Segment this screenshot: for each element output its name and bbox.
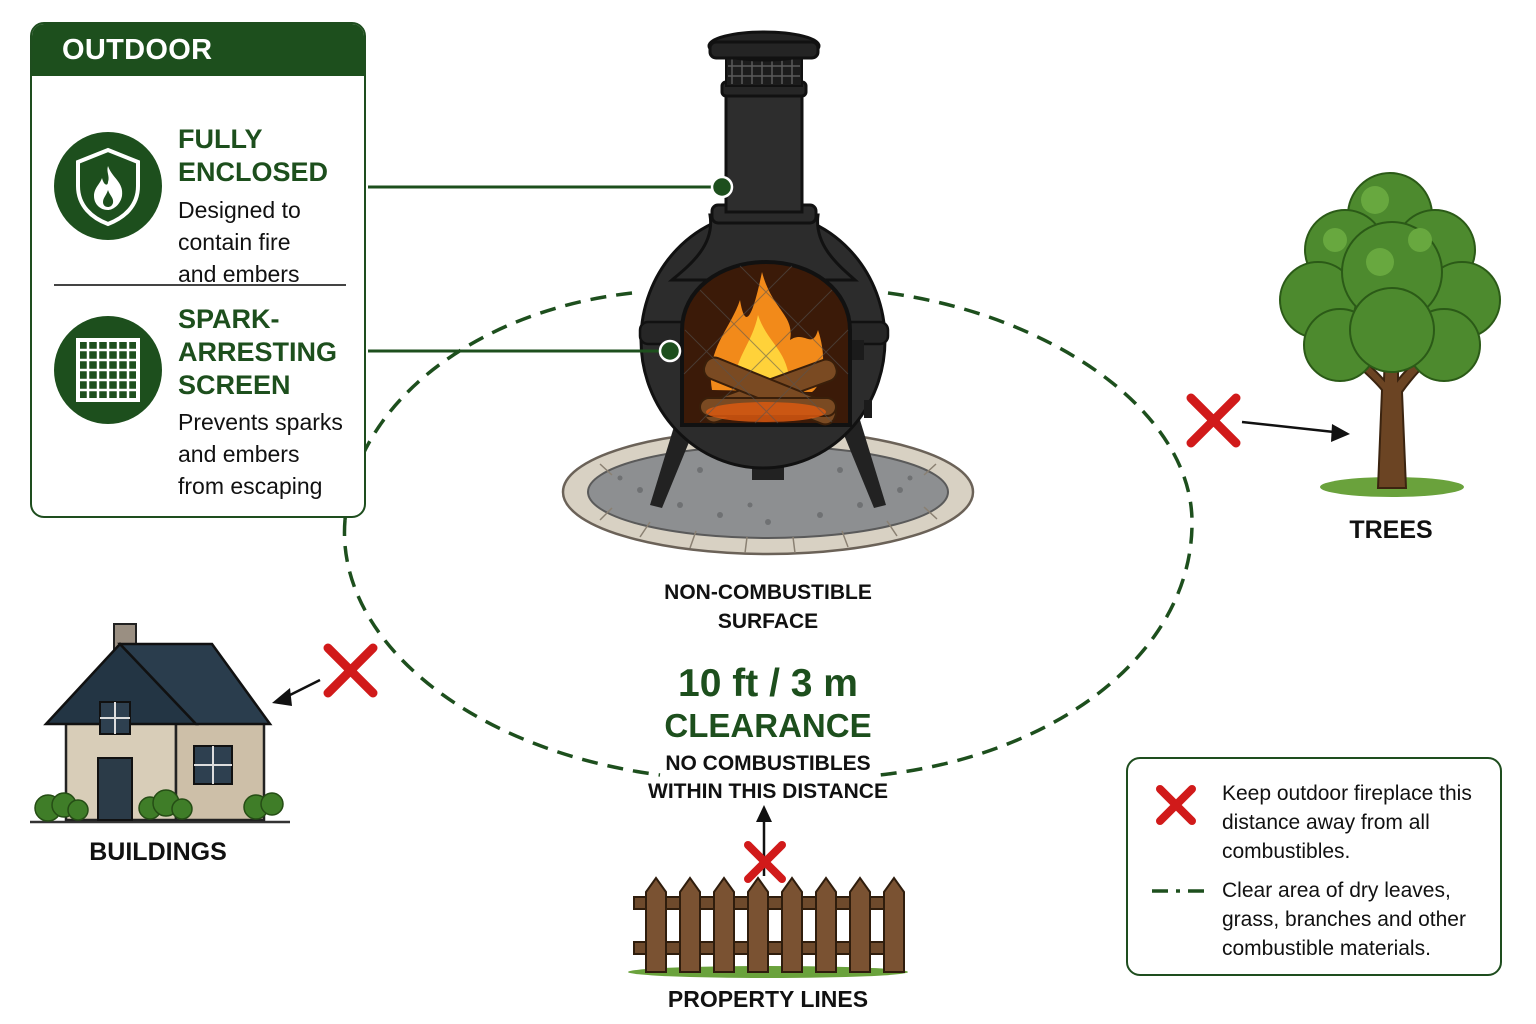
- red-x-icon: [744, 841, 786, 883]
- clearance-boundary-left: [342, 519, 661, 777]
- feature-title-line: SPARK-: [178, 304, 280, 334]
- house-illustration: [30, 623, 290, 824]
- feature-desc-line: Prevents sparks: [178, 409, 343, 435]
- surface-label: NON-COMBUSTIBLE SURFACE: [628, 578, 908, 636]
- buildings-label: BUILDINGS: [89, 838, 227, 866]
- panel-title: OUTDOOR FIREPLACE: [32, 24, 364, 118]
- legend-line: Keep outdoor fireplace this: [1222, 782, 1472, 805]
- legend-line: distance away from all: [1222, 811, 1430, 834]
- clearance-boundary-right: [879, 291, 1194, 777]
- clearance-note-line: WITHIN THIS DISTANCE: [648, 780, 888, 803]
- legend-line: combustible materials.: [1222, 937, 1431, 960]
- legend-box: Keep outdoor fireplace this distance awa…: [1126, 757, 1502, 976]
- trees-label: TREES: [1349, 516, 1433, 544]
- legend-line: combustibles.: [1222, 840, 1351, 863]
- building-warning: [272, 643, 378, 706]
- tree-warning: [1186, 393, 1350, 448]
- feature-title-line: FULLY: [178, 124, 263, 154]
- chiminea-fireplace: [638, 30, 890, 508]
- surface-label-line: SURFACE: [717, 610, 819, 633]
- fence-illustration: [628, 876, 908, 978]
- feature-title-line: ENCLOSED: [178, 157, 329, 187]
- callout-enclosed: [368, 175, 734, 199]
- feature-desc-line: and embers: [178, 261, 300, 287]
- clearance-note-line: NO COMBUSTIBLES: [665, 752, 871, 775]
- dash-dot-line-icon: [1152, 889, 1204, 893]
- clearance-note: NO COMBUSTIBLES WITHIN THIS DISTANCE: [588, 750, 948, 806]
- fence-warning: [744, 805, 786, 883]
- feature-fully-enclosed: FULLY ENCLOSED Designed to contain fire …: [32, 76, 364, 287]
- legend-item-clear-area: Clear area of dry leaves, grass, branche…: [1222, 876, 1497, 963]
- feature-desc-line: and embers: [178, 441, 300, 467]
- screen-grid-icon: [54, 316, 162, 424]
- feature-title-line: ARRESTING: [178, 337, 338, 367]
- red-x-icon: [323, 643, 378, 698]
- red-x-icon: [1156, 785, 1196, 825]
- legend-line: grass, branches and other: [1222, 908, 1466, 931]
- legend-item-keep-distance: Keep outdoor fireplace this distance awa…: [1222, 779, 1497, 866]
- property-lines-label: PROPERTY LINES: [667, 986, 869, 1012]
- surface-label-line: NON-COMBUSTIBLE: [664, 581, 872, 604]
- feature-desc-line: Designed to: [178, 197, 301, 223]
- red-x-icon: [1186, 393, 1241, 448]
- clearance-heading: CLEARANCE: [664, 707, 872, 744]
- callout-screen: [368, 339, 682, 363]
- clearance-distance: 10 ft / 3 m: [678, 662, 858, 705]
- shield-flame-icon: [54, 132, 162, 240]
- feature-desc-line: from escaping: [178, 473, 323, 499]
- panel-divider: [54, 284, 346, 286]
- fireplace-info-panel: OUTDOOR FIREPLACE FULLY ENCLOSED Designe…: [30, 22, 366, 518]
- feature-spark-screen: SPARK- ARRESTING SCREEN Prevents sparks …: [32, 286, 364, 516]
- feature-desc-line: contain fire: [178, 229, 291, 255]
- feature-title-line: SCREEN: [178, 370, 291, 400]
- legend-line: Clear area of dry leaves,: [1222, 879, 1451, 902]
- tree-illustration: [1279, 172, 1501, 497]
